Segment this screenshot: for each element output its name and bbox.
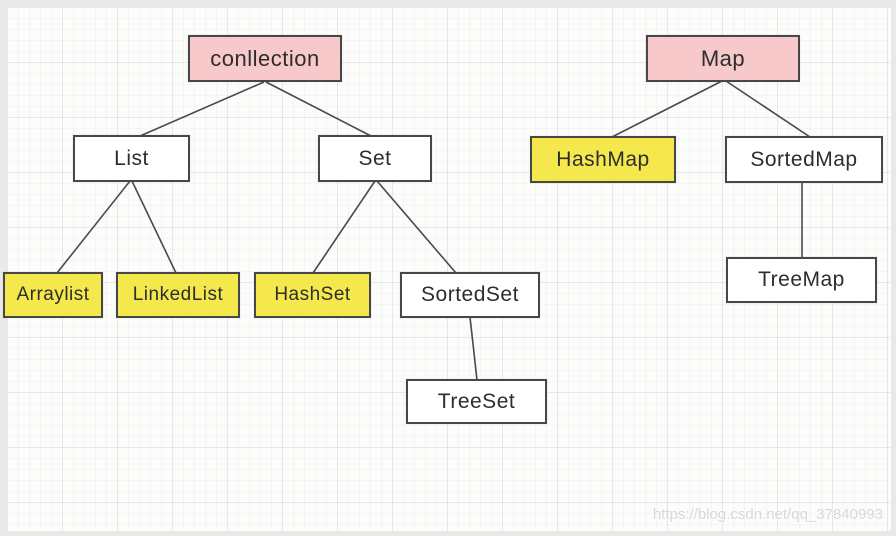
node-set: Set [318,135,432,182]
csdn-watermark: https://blog.csdn.net/qq_37840993 [652,506,883,523]
node-treeset: TreeSet [406,379,547,424]
node-arraylist: Arraylist [3,272,103,318]
node-list: List [73,135,190,182]
node-hashset: HashSet [254,272,371,318]
node-sortedset: SortedSet [400,272,540,318]
node-collection: conllection [188,35,342,82]
node-treemap: TreeMap [726,257,877,303]
node-hashmap: HashMap [530,136,676,183]
node-sortedmap: SortedMap [725,136,883,183]
node-linkedlist: LinkedList [116,272,240,318]
node-map: Map [646,35,800,82]
